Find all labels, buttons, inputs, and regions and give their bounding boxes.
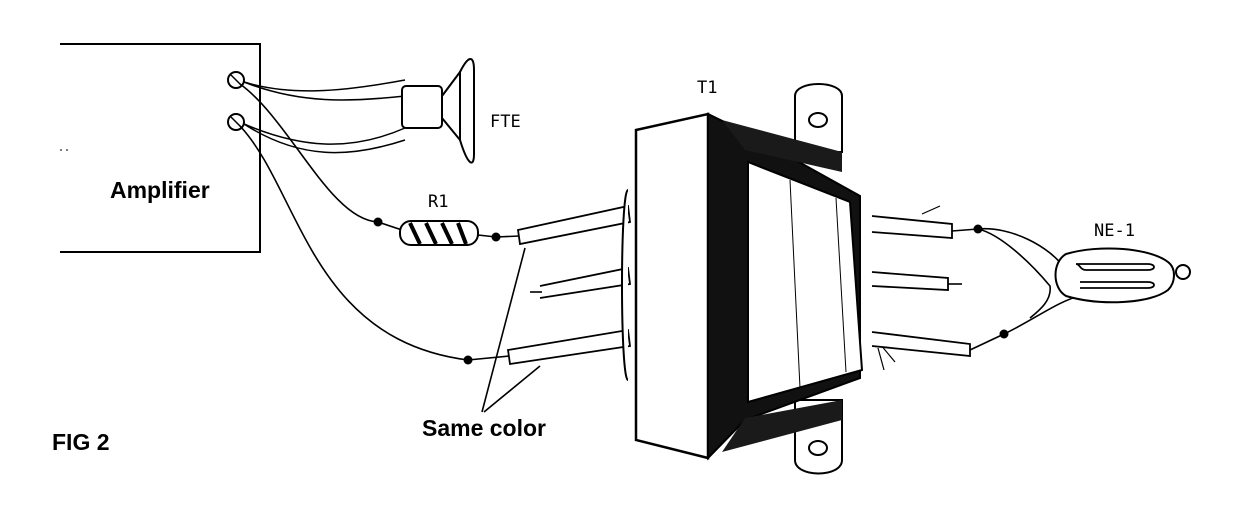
wire-amp-to-junction [239,125,469,361]
amplifier-label: Amplifier [110,177,210,203]
amplifier-box [60,43,261,253]
figure-label: FIG 2 [52,429,110,455]
speaker-label: FTE [490,112,521,132]
resistor-label: R1 [428,192,448,212]
resistor-r1 [377,220,501,246]
transformer-label: T1 [697,78,717,98]
same-color-label: Same color [422,415,546,441]
pointer-line [481,247,526,413]
primary-leads [467,204,632,366]
secondary-leads [871,205,1009,357]
neon-lamp-ne1 [1054,247,1191,304]
wire-amp-to-r1 [239,83,379,223]
pointer-line [483,365,541,413]
speaker-icon [243,58,475,164]
transformer-t1 [621,83,896,475]
neon-lamp-label: NE-1 [1094,221,1135,241]
